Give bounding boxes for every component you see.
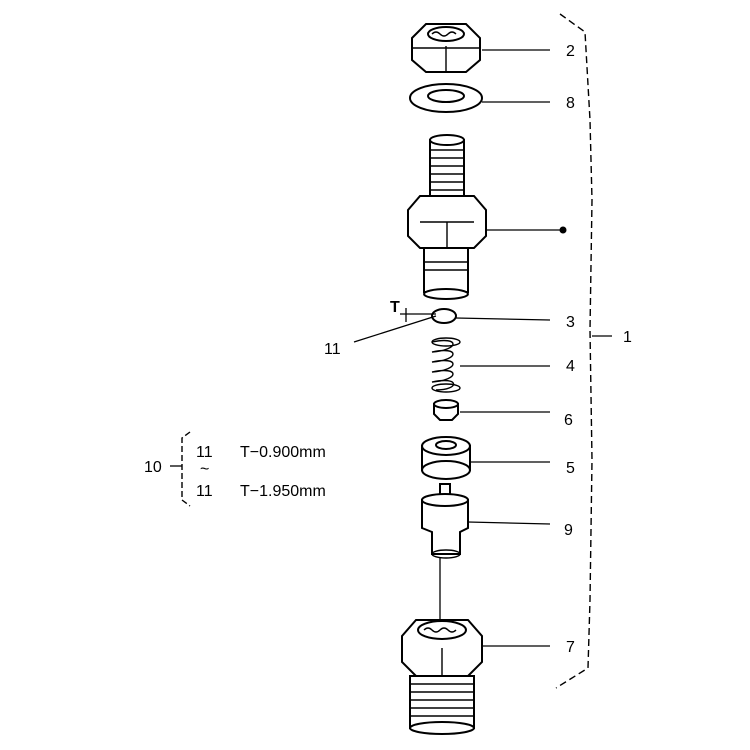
shim-range-symbol: ~ bbox=[200, 461, 209, 478]
callout-8: 8 bbox=[566, 95, 575, 112]
leader-3 bbox=[455, 317, 551, 321]
shim-marker: T bbox=[390, 299, 400, 316]
part-7-retaining-nut bbox=[401, 619, 483, 735]
callout-1: 1 bbox=[623, 329, 632, 346]
part-2-nut bbox=[411, 23, 481, 73]
shim-option-2-ref: 11 bbox=[196, 483, 213, 500]
callout-6: 6 bbox=[564, 412, 573, 429]
shim-option-1-ref: 11 bbox=[196, 444, 213, 461]
callout-10: 10 bbox=[144, 459, 162, 476]
nozzle-holder-body bbox=[407, 134, 487, 300]
part-8-washer bbox=[409, 83, 483, 113]
assembly-bracket bbox=[555, 13, 593, 689]
part-3-shim bbox=[431, 308, 457, 324]
callout-5: 5 bbox=[566, 460, 575, 477]
leader-9 bbox=[467, 521, 551, 525]
part-9-nozzle bbox=[421, 483, 469, 559]
callout-2: 2 bbox=[566, 43, 575, 60]
callout-3: 3 bbox=[566, 314, 575, 331]
callout-9: 9 bbox=[564, 522, 573, 539]
part-6-spring-seat bbox=[433, 399, 459, 421]
shim-option-bracket bbox=[181, 431, 191, 507]
body-marker-dot bbox=[559, 226, 567, 234]
callout-4: 4 bbox=[566, 358, 575, 375]
shim-option-2-spec: T−1.950mm bbox=[240, 483, 326, 500]
part-5-distance-piece bbox=[421, 436, 471, 480]
callout-7: 7 bbox=[566, 639, 575, 656]
shim-option-1-spec: T−0.900mm bbox=[240, 444, 326, 461]
part-4-spring bbox=[431, 337, 461, 393]
leader-11 bbox=[353, 315, 437, 343]
callout-11: 11 bbox=[324, 341, 341, 358]
